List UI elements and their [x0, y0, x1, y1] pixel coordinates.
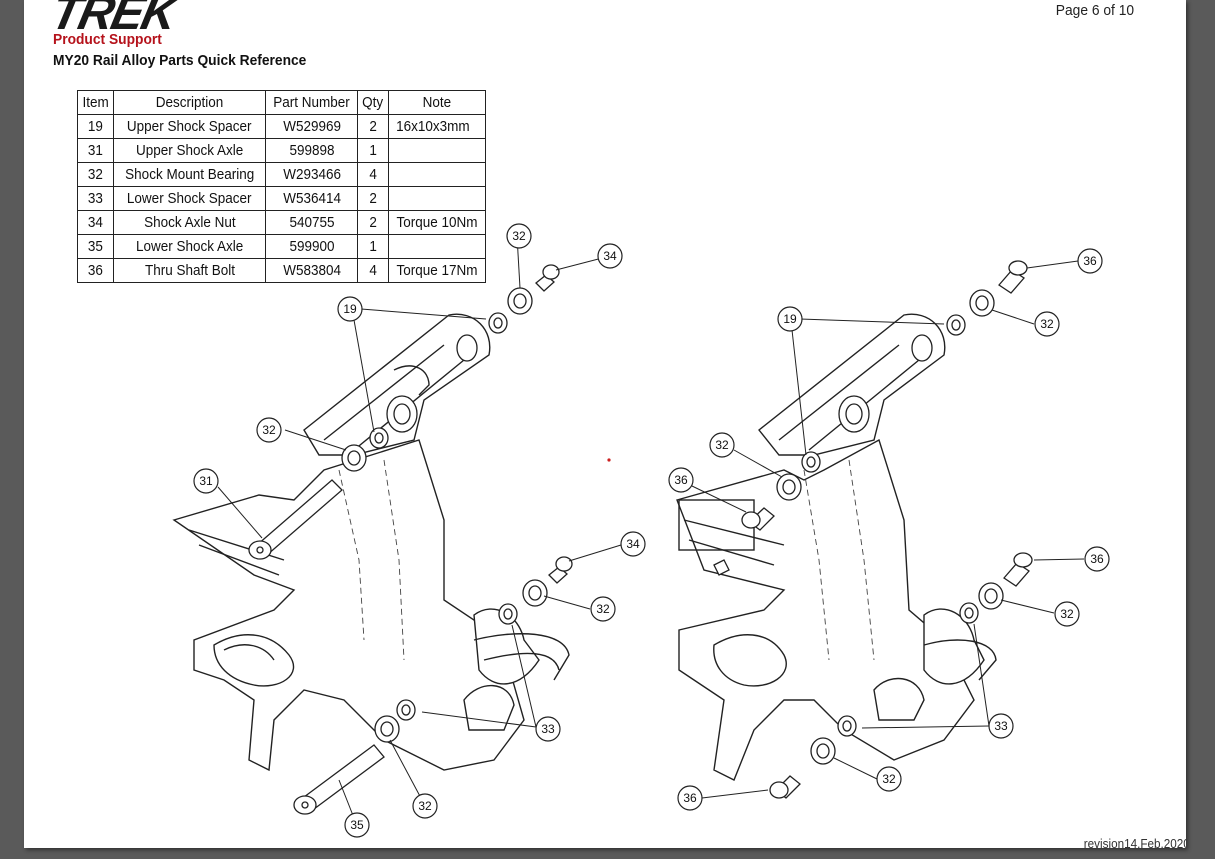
svg-text:34: 34: [603, 249, 617, 263]
cell-part-number: 599898: [265, 138, 359, 163]
cell-part-number: W536414: [265, 186, 359, 211]
cell-description: Upper Shock Spacer: [113, 114, 267, 139]
svg-text:32: 32: [1040, 317, 1054, 331]
svg-text:32: 32: [418, 799, 432, 813]
cell-item: 31: [76, 138, 115, 163]
cell-description: Lower Shock Spacer: [113, 186, 267, 211]
annotation-dot: [607, 458, 611, 462]
svg-text:33: 33: [541, 722, 555, 736]
callout-bubble: 36: [1084, 546, 1110, 572]
table-row: 36 Thru Shaft Bolt W583804 4 Torque 17Nm: [76, 258, 486, 283]
callout-bubble: 32: [1054, 601, 1080, 627]
callout-bubble: 36: [1077, 248, 1103, 274]
cell-part-number: W583804: [265, 258, 359, 283]
cell-item: 34: [76, 210, 115, 235]
callout-bubble: 33: [988, 713, 1014, 739]
svg-text:36: 36: [1090, 552, 1104, 566]
callout-bubble: 34: [620, 531, 646, 557]
cell-description: Thru Shaft Bolt: [113, 258, 267, 283]
right-frame-assembly: [676, 260, 1085, 799]
cell-qty: 1: [357, 138, 389, 163]
svg-text:36: 36: [1083, 254, 1097, 268]
svg-text:32: 32: [1060, 607, 1074, 621]
cell-note: Torque 17Nm: [387, 258, 486, 283]
callout-bubble: 36: [677, 785, 703, 811]
callout-bubble: 19: [777, 306, 803, 332]
cell-qty: 2: [357, 210, 389, 235]
document-title: MY20 Rail Alloy Parts Quick Reference: [53, 52, 307, 69]
svg-text:32: 32: [882, 772, 896, 786]
callout-bubble: 31: [193, 468, 219, 494]
cell-description: Upper Shock Axle: [113, 138, 267, 163]
right-callouts: 36 32 19 32 36 36 32 33 36 32: [668, 248, 1110, 811]
callout-bubble: 32: [506, 223, 532, 249]
svg-text:32: 32: [715, 438, 729, 452]
cell-qty: 4: [357, 258, 389, 283]
svg-text:33: 33: [994, 719, 1008, 733]
svg-text:32: 32: [262, 423, 276, 437]
cell-qty: 2: [357, 186, 389, 211]
cell-item: 33: [76, 186, 115, 211]
callout-bubble: 32: [1034, 311, 1060, 337]
callout-bubble: 32: [876, 766, 902, 792]
callout-bubble: 36: [668, 467, 694, 493]
svg-text:32: 32: [596, 602, 610, 616]
parts-table-header: Item Description Part Number Qty Note: [76, 90, 486, 115]
svg-text:34: 34: [626, 537, 640, 551]
table-row: 19 Upper Shock Spacer W529969 2 16x10x3m…: [76, 114, 486, 139]
svg-text:19: 19: [783, 312, 797, 326]
callout-bubble: 32: [709, 432, 735, 458]
column-header-description: Description: [113, 90, 267, 115]
exploded-view-diagram: 32 34 19 32 31 34 32 33 32 35 36 32 19 3…: [172, 223, 1110, 838]
cell-part-number: 540755: [265, 210, 359, 235]
svg-text:32: 32: [512, 229, 526, 243]
column-header-qty: Qty: [357, 90, 389, 115]
product-support-label: Product Support: [53, 31, 162, 48]
table-row: 34 Shock Axle Nut 540755 2 Torque 10Nm: [76, 210, 486, 235]
cell-item: 19: [76, 114, 115, 139]
parts-table: Item Description Part Number Qty Note 19…: [76, 90, 486, 283]
cell-note: [387, 162, 486, 187]
table-row: 32 Shock Mount Bearing W293466 4: [76, 162, 486, 187]
callout-bubble: 33: [535, 716, 561, 742]
column-header-item: Item: [76, 90, 115, 115]
left-callouts: 32 34 19 32 31 34 32 33 32 35: [193, 223, 646, 838]
callout-bubble: 34: [597, 243, 623, 269]
svg-text:19: 19: [343, 302, 357, 316]
callout-bubble: 35: [344, 812, 370, 838]
callout-bubble: 19: [337, 296, 363, 322]
left-frame-assembly: [172, 235, 622, 819]
cell-item: 36: [76, 258, 115, 283]
table-row: 31 Upper Shock Axle 599898 1: [76, 138, 486, 163]
svg-text:36: 36: [683, 791, 697, 805]
cell-item: 32: [76, 162, 115, 187]
svg-text:36: 36: [674, 473, 688, 487]
table-row: 35 Lower Shock Axle 599900 1: [76, 234, 486, 259]
callout-bubble: 32: [590, 596, 616, 622]
page-number: Page 6 of 10: [1055, 2, 1134, 19]
document-page: TREK Product Support MY20 Rail Alloy Par…: [24, 0, 1186, 848]
revision-label: revision14.Feb.2020: [1083, 836, 1186, 848]
callout-bubble: 32: [412, 793, 438, 819]
svg-text:35: 35: [350, 818, 364, 832]
cell-note: [387, 138, 486, 163]
table-row: 33 Lower Shock Spacer W536414 2: [76, 186, 486, 211]
column-header-note: Note: [387, 90, 486, 115]
cell-note: 16x10x3mm: [387, 114, 486, 139]
callout-bubble: 32: [256, 417, 282, 443]
svg-text:31: 31: [199, 474, 213, 488]
